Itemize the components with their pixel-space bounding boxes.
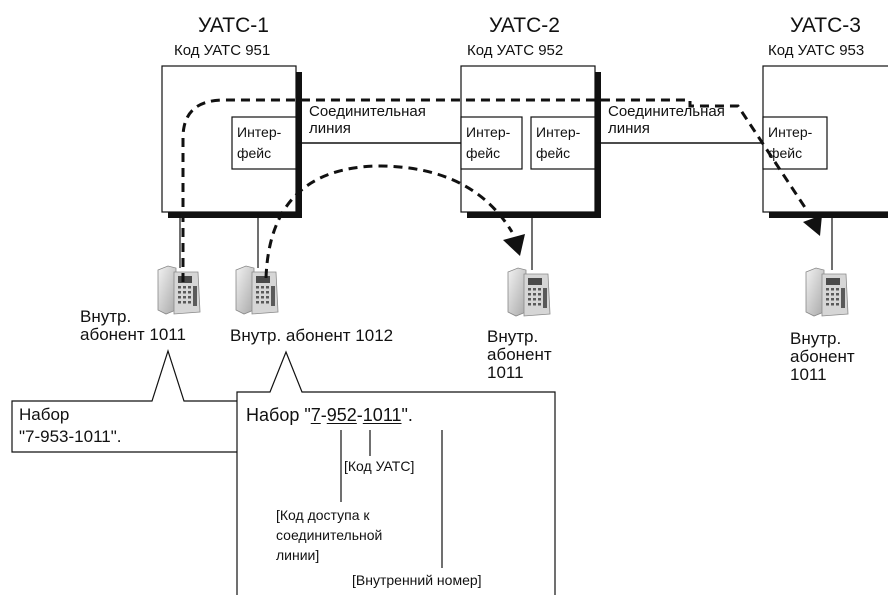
pbx-2-code: Код УАТС 952 xyxy=(467,42,564,59)
pbx-code-annotation: [Код УАТС] xyxy=(344,458,415,474)
pbx-3-title: УАТС-3 xyxy=(790,14,861,37)
pbx-2-unit xyxy=(460,65,601,218)
interface-label-pbx2-right: Интер- фейс xyxy=(536,124,581,161)
call-path-to-pbx3 xyxy=(181,98,810,282)
pbx-1-interface-box xyxy=(231,116,297,170)
pbx-3-unit xyxy=(762,65,888,218)
extension-label-pbx2-1011: Внутр. абонент 1011 xyxy=(487,327,552,382)
trunk-access-annotation: [Код доступа к соединительной линии] xyxy=(276,507,383,563)
extension-label-pbx1-1012: Внутр. абонент 1012 xyxy=(230,326,394,345)
telephone-icon xyxy=(805,267,849,317)
callout-bubble-right xyxy=(236,350,556,595)
telephone-icon xyxy=(507,267,551,317)
telephone-icon xyxy=(157,265,201,315)
pbx-2-interface-box-left xyxy=(460,116,523,170)
telephone-icon xyxy=(235,265,279,315)
call-path-to-pbx2 xyxy=(264,164,514,279)
callout-bubble-left xyxy=(11,349,271,453)
callout-left-text: Набор "7-953-1011". xyxy=(19,405,122,446)
interface-label-pbx1: Интер- фейс xyxy=(237,124,282,161)
arrowhead-icon xyxy=(803,215,822,236)
pbx-1-title: УАТС-1 xyxy=(198,14,269,37)
callout-right-dial-string: Набор "7-952-1011". xyxy=(246,405,413,425)
pbx-3-code: Код УАТС 953 xyxy=(768,42,865,59)
trunk-label-1: Соединительная линия xyxy=(309,103,426,137)
pbx-1-code: Код УАТС 951 xyxy=(174,42,271,59)
interface-label-pbx2-left: Интер- фейс xyxy=(466,124,511,161)
trunk-label-2: Соединительная линия xyxy=(608,103,725,137)
pbx-1-unit xyxy=(161,65,302,218)
extension-label-pbx1-1011: Внутр. абонент 1011 xyxy=(80,307,186,344)
extension-number-annotation: [Внутренний номер] xyxy=(352,572,482,588)
interface-label-pbx3: Интер- фейс xyxy=(768,124,813,161)
pbx-2-title: УАТС-2 xyxy=(489,14,560,37)
extension-label-pbx3-1011: Внутр. абонент 1011 xyxy=(790,329,855,384)
arrowhead-icon xyxy=(503,234,525,256)
pbx-2-interface-box-right xyxy=(530,116,596,170)
